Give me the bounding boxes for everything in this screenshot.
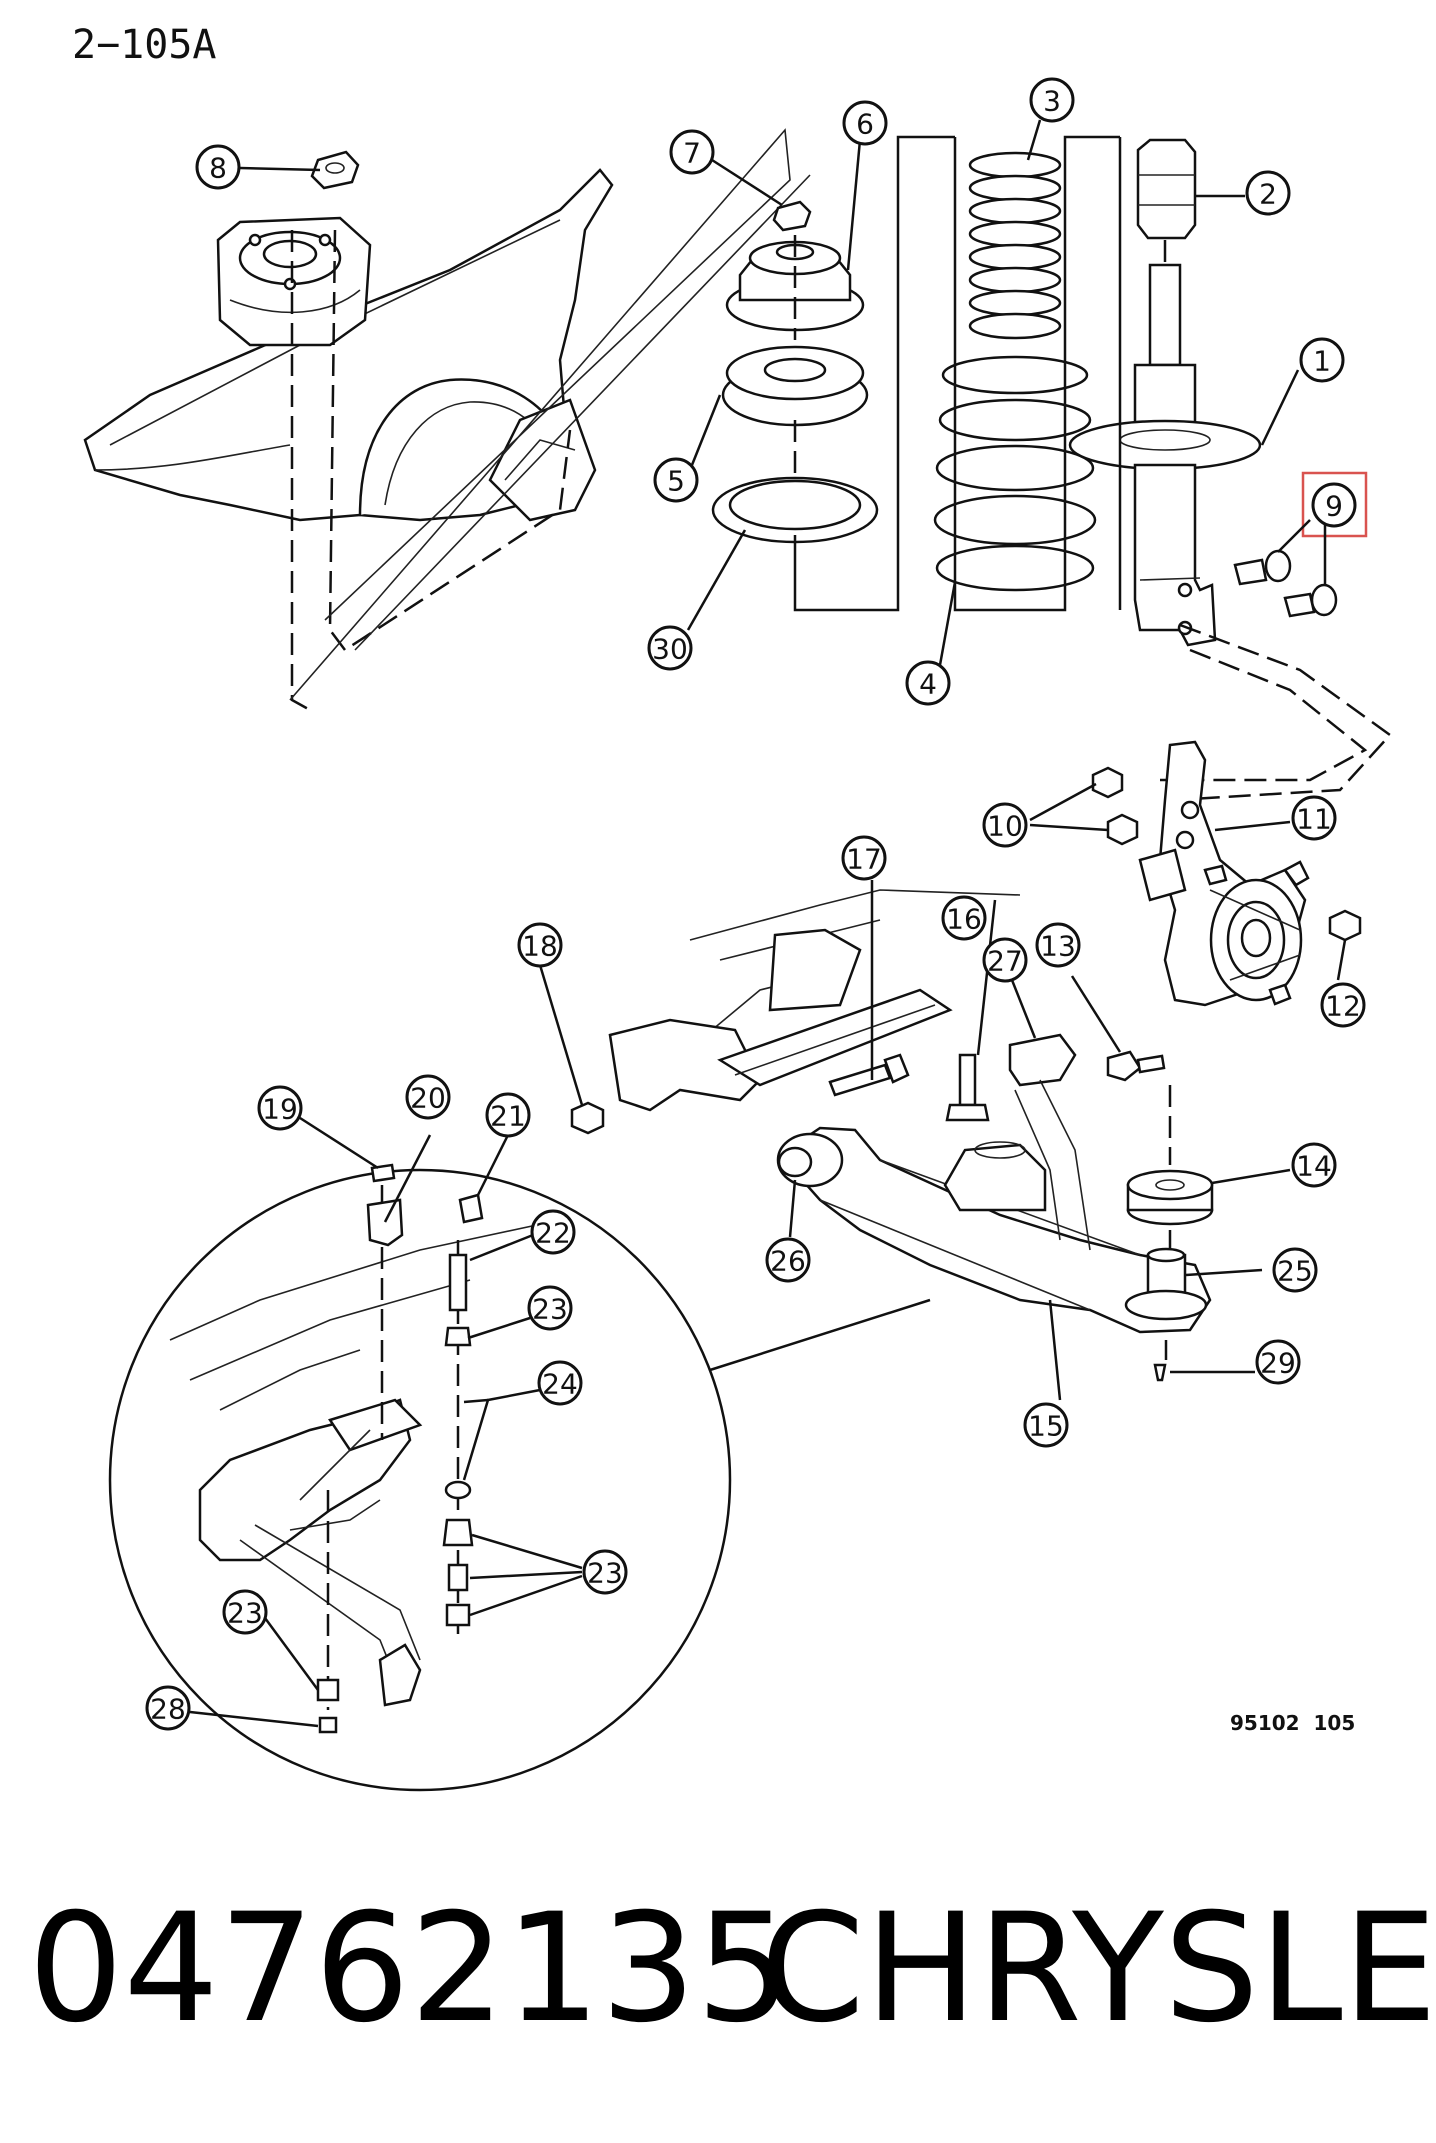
- detail-inset: [108, 1163, 931, 1792]
- fender-assembly: [83, 128, 811, 712]
- callout-23a: 23: [527, 1285, 573, 1331]
- callout-28: 28: [145, 1685, 191, 1731]
- callout-11-label: 11: [1296, 803, 1332, 836]
- callout-21-label: 21: [490, 1100, 526, 1133]
- callout-8: 8: [195, 144, 241, 190]
- brand-name: CHRYSLER: [760, 1882, 1436, 2056]
- callout-16-label: 16: [946, 903, 982, 936]
- callout-7-label: 7: [683, 137, 701, 170]
- callout-8-label: 8: [209, 152, 227, 185]
- callout-14-label: 14: [1296, 1150, 1332, 1183]
- lower-control-arm: [570, 889, 1212, 1382]
- callout-19-label: 19: [262, 1093, 298, 1126]
- callout-14: 14: [1291, 1142, 1337, 1188]
- callout-1: 1: [1299, 337, 1345, 383]
- callout-11: 11: [1291, 795, 1337, 841]
- callout-30: 30: [647, 625, 693, 671]
- callout-1-label: 1: [1313, 345, 1331, 378]
- callout-30-label: 30: [652, 633, 688, 666]
- callout-3: 3: [1029, 77, 1075, 123]
- callout-6: 6: [842, 100, 888, 146]
- callout-4: 4: [905, 660, 951, 706]
- callout-13-label: 13: [1040, 930, 1076, 963]
- callout-6-label: 6: [856, 108, 874, 141]
- callout-25: 25: [1272, 1247, 1318, 1293]
- drawing-number: 95102 105: [1230, 1711, 1355, 1735]
- callout-24-label: 24: [542, 1368, 578, 1401]
- leader-lines: [189, 119, 1347, 1728]
- callout-29-label: 29: [1260, 1347, 1296, 1380]
- callout-13: 13: [1035, 922, 1081, 968]
- callout-12-label: 12: [1325, 990, 1361, 1023]
- callout-19: 19: [257, 1085, 303, 1131]
- callout-20-label: 20: [410, 1082, 446, 1115]
- callout-10: 10: [982, 802, 1028, 848]
- coil-spring: [933, 135, 1120, 612]
- part-number: 04762135: [28, 1882, 791, 2056]
- callout-2: 2: [1245, 170, 1291, 216]
- callout-5: 5: [653, 457, 699, 503]
- callout-26-label: 26: [770, 1245, 806, 1278]
- callout-12: 12: [1320, 982, 1366, 1028]
- callout-18-label: 18: [522, 930, 558, 963]
- callout-15-label: 15: [1028, 1410, 1064, 1443]
- callout-27: 27: [982, 937, 1028, 983]
- strut-mount-stack: [711, 135, 955, 612]
- callout-25-label: 25: [1277, 1255, 1313, 1288]
- callout-4-label: 4: [919, 668, 937, 701]
- page-code: 2−105A: [72, 22, 217, 68]
- callout-26: 26: [765, 1237, 811, 1283]
- callout-20: 20: [405, 1074, 451, 1120]
- callout-23c: 23: [222, 1589, 268, 1635]
- callout-16: 16: [941, 895, 987, 941]
- callout-7: 7: [669, 129, 715, 175]
- callout-22: 22: [530, 1209, 576, 1255]
- callout-3-label: 3: [1043, 85, 1061, 118]
- callout-10-label: 10: [987, 810, 1023, 843]
- steering-knuckle: [1091, 740, 1362, 1260]
- callout-17: 17: [841, 835, 887, 881]
- nut-8: [310, 150, 360, 190]
- callout-23a-label: 23: [532, 1293, 568, 1326]
- callout-18: 18: [517, 922, 563, 968]
- callout-23c-label: 23: [227, 1597, 263, 1630]
- callout-5-label: 5: [667, 465, 685, 498]
- callout-23b-label: 23: [587, 1557, 623, 1590]
- callout-15: 15: [1023, 1402, 1069, 1448]
- callout-9-label: 9: [1325, 490, 1343, 523]
- callout-23b: 23: [582, 1549, 628, 1595]
- callout-22-label: 22: [535, 1217, 571, 1250]
- callout-27-label: 27: [987, 945, 1023, 978]
- callout-29: 29: [1255, 1339, 1301, 1385]
- callout-17-label: 17: [846, 843, 882, 876]
- callout-21: 21: [485, 1092, 531, 1138]
- callout-24: 24: [537, 1360, 583, 1406]
- highlight-box: [1301, 471, 1368, 538]
- callout-9: 9: [1311, 482, 1357, 528]
- callout-2-label: 2: [1259, 178, 1277, 211]
- callout-28-label: 28: [150, 1693, 186, 1726]
- strut-assembly: [1068, 137, 1392, 802]
